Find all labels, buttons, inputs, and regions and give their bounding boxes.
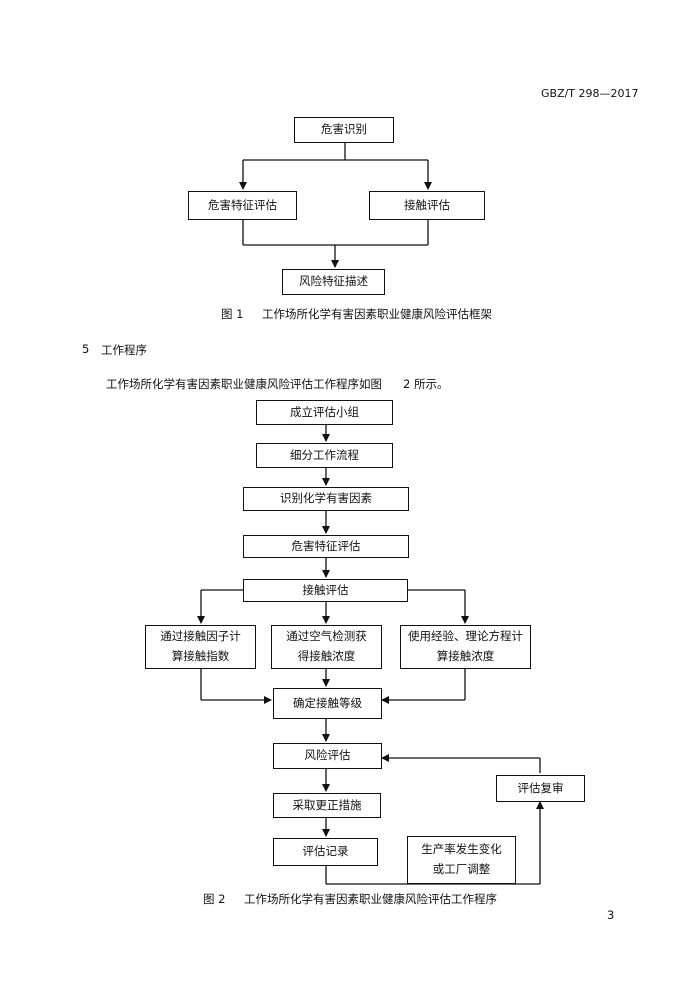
fig2-method-exposure-factor-line1: 通过接触因子计 (160, 629, 241, 644)
fig2-method-exposure-factor-line2: 算接触指数 (171, 649, 230, 663)
fig2-method-air-monitoring-box: 通过空气检测获 得接触浓度 (271, 625, 382, 669)
fig2-caption-number: 图 2 (203, 892, 226, 906)
fig2-method-exposure-factor-box: 通过接触因子计 算接触指数 (145, 625, 256, 669)
fig1-hazard-characterization-label: 危害特征评估 (208, 197, 277, 212)
fig2-exposure-assessment-label: 接触评估 (302, 582, 349, 597)
fig2-risk-assessment-label: 风险评估 (304, 748, 351, 763)
fig2-production-change-line1: 生产率发生变化 (421, 842, 502, 857)
fig2-corrective-measures-label: 采取更正措施 (292, 797, 362, 812)
fig2-hazard-characterization-label: 危害特征评估 (291, 538, 361, 553)
intro-text: 工作场所化学有害因素职业健康风险评估工作程序如图 (106, 377, 382, 391)
fig1-hazard-identification-box: 危害识别 (294, 117, 394, 143)
section-title: 工作程序 (101, 343, 147, 357)
fig1-caption-text: 工作场所化学有害因素职业健康风险评估框架 (262, 307, 492, 321)
fig2-method-empirical-equation-line1: 使用经验、理论方程计 (408, 629, 523, 644)
fig2-assessment-record-box: 评估记录 (273, 838, 378, 866)
fig2-hazard-characterization-box: 危害特征评估 (243, 535, 409, 558)
fig2-assessment-review-label: 评估复审 (517, 780, 564, 795)
fig2-assessment-record-label: 评估记录 (302, 844, 349, 859)
fig2-form-team-label: 成立评估小组 (290, 404, 359, 419)
fig2-corrective-measures-box: 采取更正措施 (273, 793, 381, 818)
fig1-hazard-identification-label: 危害识别 (321, 122, 367, 137)
fig2-method-empirical-equation-line2: 算接触浓度 (436, 649, 495, 663)
fig2-exposure-level-box: 确定接触等级 (273, 688, 382, 719)
fig2-workflow-box: 细分工作流程 (256, 443, 393, 468)
page-number: 3 (607, 908, 615, 922)
fig1-caption-number: 图 1 (221, 307, 244, 321)
fig2-method-empirical-equation-box: 使用经验、理论方程计 算接触浓度 (400, 625, 531, 669)
fig2-exposure-level-label: 确定接触等级 (293, 695, 362, 710)
intro-figure-ref: 2 所示。 (403, 377, 449, 391)
fig2-form-team-box: 成立评估小组 (256, 400, 393, 425)
fig2-identify-chemicals-box: 识别化学有害因素 (243, 487, 409, 511)
fig2-risk-assessment-box: 风险评估 (273, 743, 382, 769)
fig2-production-change-box: 生产率发生变化 或工厂调整 (407, 836, 516, 884)
fig2-exposure-assessment-box: 接触评估 (243, 579, 408, 602)
fig2-method-air-monitoring-line2: 得接触浓度 (297, 649, 356, 663)
fig1-hazard-characterization-box: 危害特征评估 (188, 191, 297, 220)
fig1-exposure-assessment-box: 接触评估 (369, 191, 485, 220)
section-number: 5 (82, 342, 90, 356)
fig1-exposure-assessment-label: 接触评估 (404, 197, 450, 212)
fig2-caption-text: 工作场所化学有害因素职业健康风险评估工作程序 (244, 892, 497, 906)
fig2-identify-chemicals-label: 识别化学有害因素 (280, 491, 372, 506)
fig2-assessment-review-box: 评估复审 (496, 775, 585, 802)
standard-code: GBZ/T 298—2017 (541, 87, 639, 100)
fig2-workflow-label: 细分工作流程 (290, 447, 359, 462)
fig1-risk-characterization-box: 风险特征描述 (282, 269, 385, 295)
fig2-method-air-monitoring-line1: 通过空气检测获 (286, 629, 367, 644)
fig1-risk-characterization-label: 风险特征描述 (299, 274, 368, 289)
fig2-production-change-line2: 或工厂调整 (432, 862, 491, 876)
